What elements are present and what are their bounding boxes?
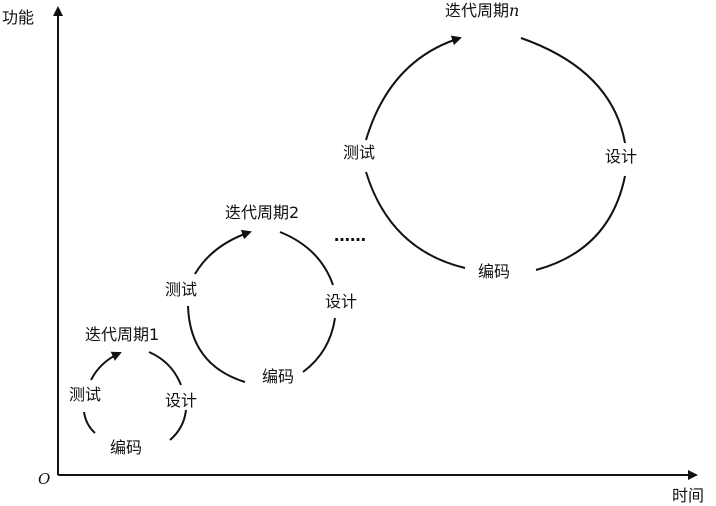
cyclen-title: 迭代周期n: [445, 3, 519, 19]
cycle2-arc-design: [279, 231, 334, 286]
x-axis-label: 时间: [672, 486, 705, 505]
cycle1-design: 设计: [165, 391, 198, 410]
cycle2-code: 编码: [262, 367, 295, 386]
cyclen-arc-test: [365, 35, 462, 141]
cycle1-arc-code-right: [169, 409, 187, 441]
cycle1-arc-code-left: [83, 411, 96, 434]
cycle1-arc-test: [90, 351, 122, 381]
cyclen-title-var: n: [509, 1, 520, 20]
cycle2-arc-test: [194, 229, 252, 275]
cycle1-code: 编码: [110, 438, 143, 457]
cycle2-arc-code-right: [302, 317, 336, 373]
cyclen-title-text: 迭代周期: [445, 1, 510, 20]
cycle1-title: 迭代周期1: [85, 325, 160, 344]
cycle2-design: 设计: [325, 292, 358, 311]
cycle2-test: 测试: [165, 280, 198, 299]
cyclen-code: 编码: [478, 262, 511, 281]
ellipsis: ……: [334, 226, 366, 245]
y-axis-label: 功能: [2, 8, 35, 27]
cyclen-arc-code-right: [535, 175, 626, 271]
cyclen-test: 测试: [343, 143, 376, 162]
origin-label: O: [38, 470, 51, 488]
cycle1-test: 测试: [69, 385, 102, 404]
cyclen-design: 设计: [605, 147, 638, 166]
cycle1-arc-design: [148, 351, 182, 386]
cycle2-arc-code-left: [187, 305, 246, 383]
cyclen-arc-design: [520, 37, 626, 144]
cyclen-arc-code-left: [365, 171, 466, 269]
cycle2-title: 迭代周期2: [225, 203, 300, 222]
